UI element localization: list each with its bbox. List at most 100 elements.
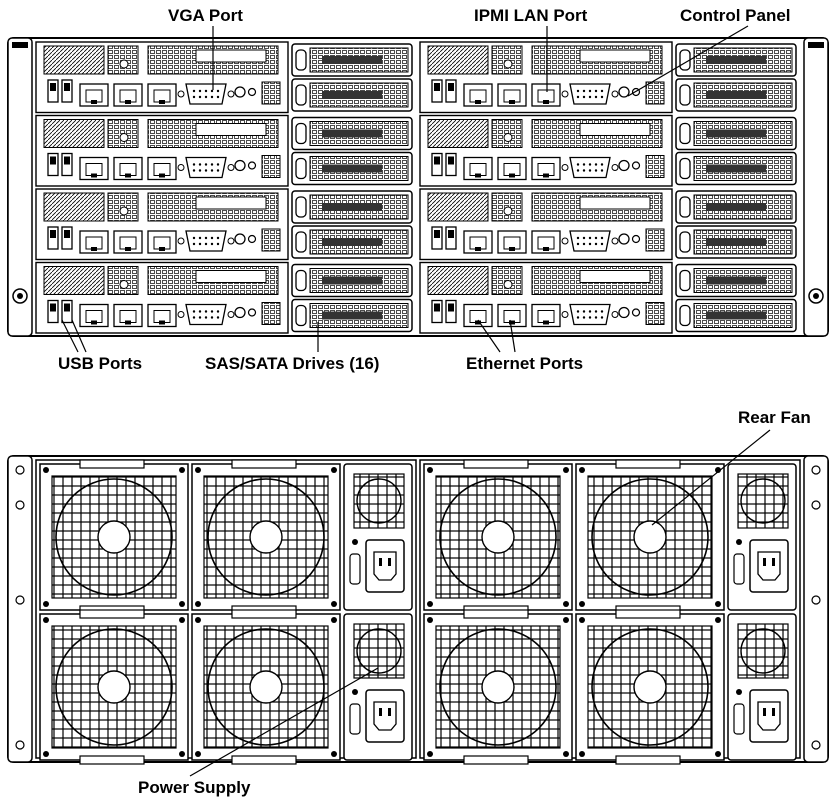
reset-button[interactable] — [247, 87, 257, 97]
fan-module — [191, 609, 341, 765]
fan-latch[interactable] — [463, 755, 529, 765]
power-button[interactable] — [234, 159, 246, 172]
drive-release-button[interactable] — [295, 49, 307, 71]
ac-pin — [388, 708, 391, 716]
fan-screw-icon — [179, 467, 185, 473]
fan-latch[interactable] — [615, 459, 681, 469]
ac-pin — [763, 558, 766, 566]
power-button[interactable] — [618, 306, 630, 319]
ethernet-latch — [91, 247, 97, 251]
ethernet-latch — [543, 320, 549, 325]
drive-release-button[interactable] — [679, 304, 691, 327]
psu-handle[interactable] — [349, 703, 361, 735]
fan-latch[interactable] — [463, 459, 529, 469]
vga-port[interactable] — [185, 303, 227, 326]
vga-port[interactable] — [569, 156, 611, 179]
fan-latch[interactable] — [79, 459, 145, 469]
power-button[interactable] — [618, 233, 630, 245]
vga-port[interactable] — [569, 303, 611, 326]
vga-pin — [210, 310, 214, 313]
vga-port[interactable] — [569, 83, 611, 105]
ipmi-lan-port-label: IPMI LAN Port — [474, 6, 588, 25]
drive-release-button[interactable] — [679, 49, 691, 71]
vga-pin — [576, 89, 580, 93]
label-plate — [579, 49, 651, 63]
vga-pin — [600, 163, 604, 166]
ethernet-latch — [91, 173, 97, 178]
control-panel — [645, 302, 665, 325]
fan-latch[interactable] — [231, 755, 297, 765]
fan-latch[interactable] — [463, 609, 529, 619]
vga-port[interactable] — [569, 230, 611, 252]
reset-button[interactable] — [631, 161, 641, 170]
vga-pin — [582, 169, 586, 172]
psu-handle[interactable] — [733, 553, 745, 585]
fan-icon — [591, 478, 709, 596]
vga-port[interactable] — [185, 83, 227, 105]
usb-port-contacts — [434, 83, 440, 91]
drive-release-button[interactable] — [295, 122, 307, 145]
reset-button[interactable] — [247, 308, 257, 317]
fan-screw-icon — [195, 467, 201, 473]
vent-panel — [427, 192, 489, 222]
vga-pin — [198, 242, 202, 246]
vga-pin — [216, 242, 220, 246]
vga-port[interactable] — [185, 156, 227, 179]
drive-release-button[interactable] — [295, 269, 307, 292]
fan-latch[interactable] — [231, 459, 297, 469]
ethernet-latch — [159, 247, 165, 251]
reset-button[interactable] — [631, 308, 641, 317]
reset-button[interactable] — [631, 234, 641, 244]
control-panel — [261, 155, 281, 178]
vga-pin — [600, 236, 604, 240]
power-button[interactable] — [618, 86, 630, 98]
fan-latch[interactable] — [615, 609, 681, 619]
power-button[interactable] — [234, 86, 246, 98]
drive-release-button[interactable] — [295, 196, 307, 218]
node-2-1 — [419, 41, 797, 114]
fan-screw-icon — [579, 601, 585, 607]
psu-led-icon — [352, 539, 358, 545]
fan-icon — [207, 478, 325, 596]
fan-latch[interactable] — [79, 755, 145, 765]
vga-port[interactable] — [185, 230, 227, 252]
vga-screw-icon — [177, 164, 185, 171]
psu-fan-grille — [737, 473, 789, 529]
vga-pin — [204, 242, 208, 246]
fan-module — [575, 609, 725, 765]
drive-release-button[interactable] — [295, 231, 307, 253]
drive-release-button[interactable] — [295, 304, 307, 327]
vga-pin — [576, 163, 580, 166]
fan-latch[interactable] — [79, 609, 145, 619]
fan-latch[interactable] — [615, 755, 681, 765]
psu-handle[interactable] — [349, 553, 361, 585]
drive-release-button[interactable] — [679, 269, 691, 292]
power-button[interactable] — [234, 306, 246, 319]
ethernet-latch — [125, 173, 131, 178]
drive-release-button[interactable] — [679, 84, 691, 106]
fan-screw-icon — [563, 751, 569, 757]
ethernet-leader-2 — [509, 319, 516, 353]
drive-release-button[interactable] — [295, 84, 307, 106]
drive-release-button[interactable] — [679, 196, 691, 218]
ethernet-latch — [125, 100, 131, 104]
drive-release-button[interactable] — [295, 157, 307, 180]
vga-pin — [192, 163, 196, 166]
reset-button[interactable] — [247, 234, 257, 244]
drive-release-button[interactable] — [679, 122, 691, 145]
psu-handle[interactable] — [733, 703, 745, 735]
reset-button[interactable] — [247, 161, 257, 170]
power-button[interactable] — [618, 159, 630, 172]
drive-release-button[interactable] — [679, 231, 691, 253]
ethernet-latch — [475, 247, 481, 251]
control-panel-leader — [627, 25, 749, 97]
fan-hub-icon — [249, 520, 283, 554]
fan-latch[interactable] — [231, 609, 297, 619]
drive-handle — [706, 56, 766, 64]
vga-pin — [198, 236, 202, 240]
vga-pin — [588, 316, 592, 319]
vent-panel — [43, 192, 105, 222]
drive-release-button[interactable] — [679, 157, 691, 180]
power-button[interactable] — [234, 233, 246, 245]
fan-screw-icon — [179, 601, 185, 607]
